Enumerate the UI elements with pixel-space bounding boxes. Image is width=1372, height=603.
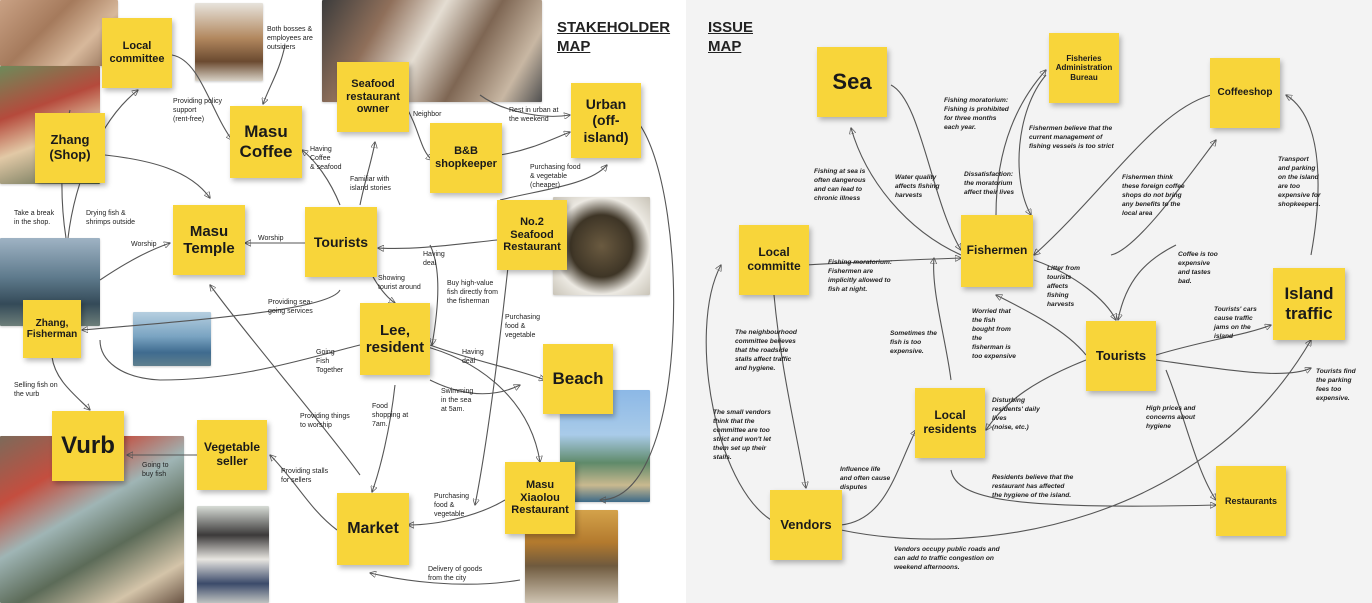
label-neighbor: Neighbor <box>413 111 442 118</box>
issue-note-fishermen: Fishermen <box>961 215 1033 287</box>
issue-label-transport: Transport and parking on the island are … <box>1278 156 1321 208</box>
issue-note-coffeeshop: Coffeeshop <box>1210 58 1280 128</box>
label-purchasing-2: Purchasing food & vegetable <box>434 493 470 518</box>
label-purchasing-cheaper: Purchasing food & vegetable (cheaper) <box>530 164 581 189</box>
issue-note-island-traffic: Island traffic <box>1273 268 1345 340</box>
label-policy-support: Providing policy support (rent-free) <box>173 98 223 123</box>
label-worship-left: Worship <box>131 241 157 248</box>
issue-note-restaurants: Restaurants <box>1216 466 1286 536</box>
issue-label-moratorium-night: Fishing moratorium: Fishermen are implic… <box>828 259 893 293</box>
note-masu-xiaolou-restaurant: Masu Xiaolou Restaurant <box>505 462 575 534</box>
label-sea-going-services: Providing sea- going services <box>268 299 313 315</box>
issue-label-worried: Worried that the fish bought from the fi… <box>972 308 1016 360</box>
note-tourists: Tourists <box>305 207 377 277</box>
issue-label-vendors-occupy: Vendors occupy public roads and can add … <box>894 546 1000 571</box>
photo-snail-dish <box>553 197 650 295</box>
label-purchasing-food-veg: Purchasing food & vegetable <box>505 314 541 339</box>
issue-label-parking-fees: Tourists find the parking fees too expen… <box>1316 368 1356 402</box>
issue-label-dissatisfaction: Dissatisfaction: the moratorium affect t… <box>964 171 1015 196</box>
note-zhang-fisherman: Zhang, Fisherman <box>23 300 81 358</box>
note-local-committee: Local committee <box>102 18 172 88</box>
issue-note-local-residents: Local residents <box>915 388 985 458</box>
label-showing-tourists: Showing tourist around <box>378 275 421 291</box>
note-beach: Beach <box>543 344 613 414</box>
issue-label-moratorium: Fishing moratorium: Fishing is prohibite… <box>944 97 1009 131</box>
label-buy-high-value: Buy high-value fish directly from the fi… <box>447 280 498 305</box>
note-zhang-shop: Zhang (Shop) <box>35 113 105 183</box>
issue-map-title: ISSUE MAP <box>708 19 754 55</box>
note-urban-off-island: Urban (off- island) <box>571 83 641 158</box>
label-having-deal-1: Having deal <box>423 251 445 267</box>
label-going-fish-together: Going Fish Together <box>316 349 344 374</box>
label-swimming: Swimming in the sea at 5am. <box>441 388 474 413</box>
label-island-stories: Familiar with island stories <box>350 176 391 192</box>
issue-label-high-prices: High prices and concerns about hygiene <box>1146 405 1196 430</box>
label-worship-mid: Worship <box>258 235 284 242</box>
label-food-shopping: Food shopping at 7am. <box>372 403 409 428</box>
label-rest-in-urban: Rest in urban at the weekend <box>509 107 559 123</box>
issue-label-litter: Litter from tourists affects fishing har… <box>1047 265 1080 308</box>
label-providing-worship: Providing things to worship <box>300 413 350 429</box>
label-coffee-seafood: Having Coffee & seafood <box>310 146 342 171</box>
issue-connector-lines <box>705 0 1319 540</box>
stakeholder-map-title: STAKEHOLDER MAP <box>557 19 671 55</box>
issue-label-tourists-cars: Tourists' cars cause traffic jams on the… <box>1214 306 1257 340</box>
label-take-break: Take a break in the shop. <box>14 210 55 226</box>
issue-label-small-vendors: The small vendors think that the committ… <box>713 409 771 461</box>
label-going-buy-fish: Going to buy fish <box>142 462 169 478</box>
issue-note-local-committe: Local committe <box>739 225 809 295</box>
issue-label-coffee-expensive: Coffee is too expensive and tastes bad. <box>1178 251 1218 285</box>
label-delivery-goods: Delivery of goods from the city <box>428 566 483 582</box>
issue-note-tourists: Tourists <box>1086 321 1156 391</box>
note-market: Market <box>337 493 409 565</box>
note-vegetable-seller: Vegetable seller <box>197 420 267 490</box>
issue-label-water-quality: Water quality affects fishing harvests <box>895 174 940 199</box>
note-masu-temple: Masu Temple <box>173 205 245 275</box>
photo-vegetable-seller <box>197 506 269 603</box>
issue-note-sea: Sea <box>817 47 887 117</box>
stakeholder-map-board: STAKEHOLDER MAP Local committee Zhang (S… <box>0 0 675 603</box>
label-selling-fish: Selling fish on the vurb <box>14 382 58 398</box>
photo-dried-shrimp <box>0 0 118 66</box>
note-no2-seafood-restaurant: No.2 Seafood Restaurant <box>497 200 567 270</box>
label-both-bosses: Both bosses & employees are outsiders <box>267 26 313 51</box>
issue-label-disturbing: Disturbing residents' daily lives (noise… <box>992 397 1040 431</box>
note-masu-coffee: Masu Coffee <box>230 106 302 178</box>
issue-label-influence-life: Influence life and often cause disputes <box>840 466 891 491</box>
issue-map-board: ISSUE MAP Sea Fisheries Administration B… <box>686 0 1372 603</box>
issue-label-fishermen-believe: Fishermen believe that the current manag… <box>1029 125 1114 150</box>
issue-note-fisheries-bureau: Fisheries Administration Bureau <box>1049 33 1119 103</box>
label-having-deal-2: Having deal <box>462 349 484 365</box>
note-lee-resident: Lee, resident <box>360 303 430 375</box>
photo-harbour <box>133 312 211 366</box>
issue-label-residents-believe: Residents believe that the restaurant ha… <box>992 474 1074 499</box>
issue-label-foreign-coffee: Fishermen think these foreign coffee sho… <box>1122 174 1185 217</box>
label-drying-fish: Drying fish & shrimps outside <box>86 210 136 226</box>
label-providing-stalls: Providing stalls for sellers <box>281 468 329 484</box>
issue-label-sometimes-expensive: Sometimes the fish is too expensive. <box>890 330 937 355</box>
issue-note-vendors: Vendors <box>770 490 842 560</box>
photo-coffee-cups <box>195 3 263 81</box>
note-bnb-shopkeeper: B&B shopkeeper <box>430 123 502 193</box>
note-vurb: Vurb <box>52 411 124 481</box>
issue-label-neighbourhood: The neighbourhood committee believes tha… <box>735 329 797 372</box>
note-seafood-restaurant-owner: Seafood restaurant owner <box>337 62 409 132</box>
issue-label-sea-dangerous: Fishing at sea is often dangerous and ca… <box>814 168 866 202</box>
